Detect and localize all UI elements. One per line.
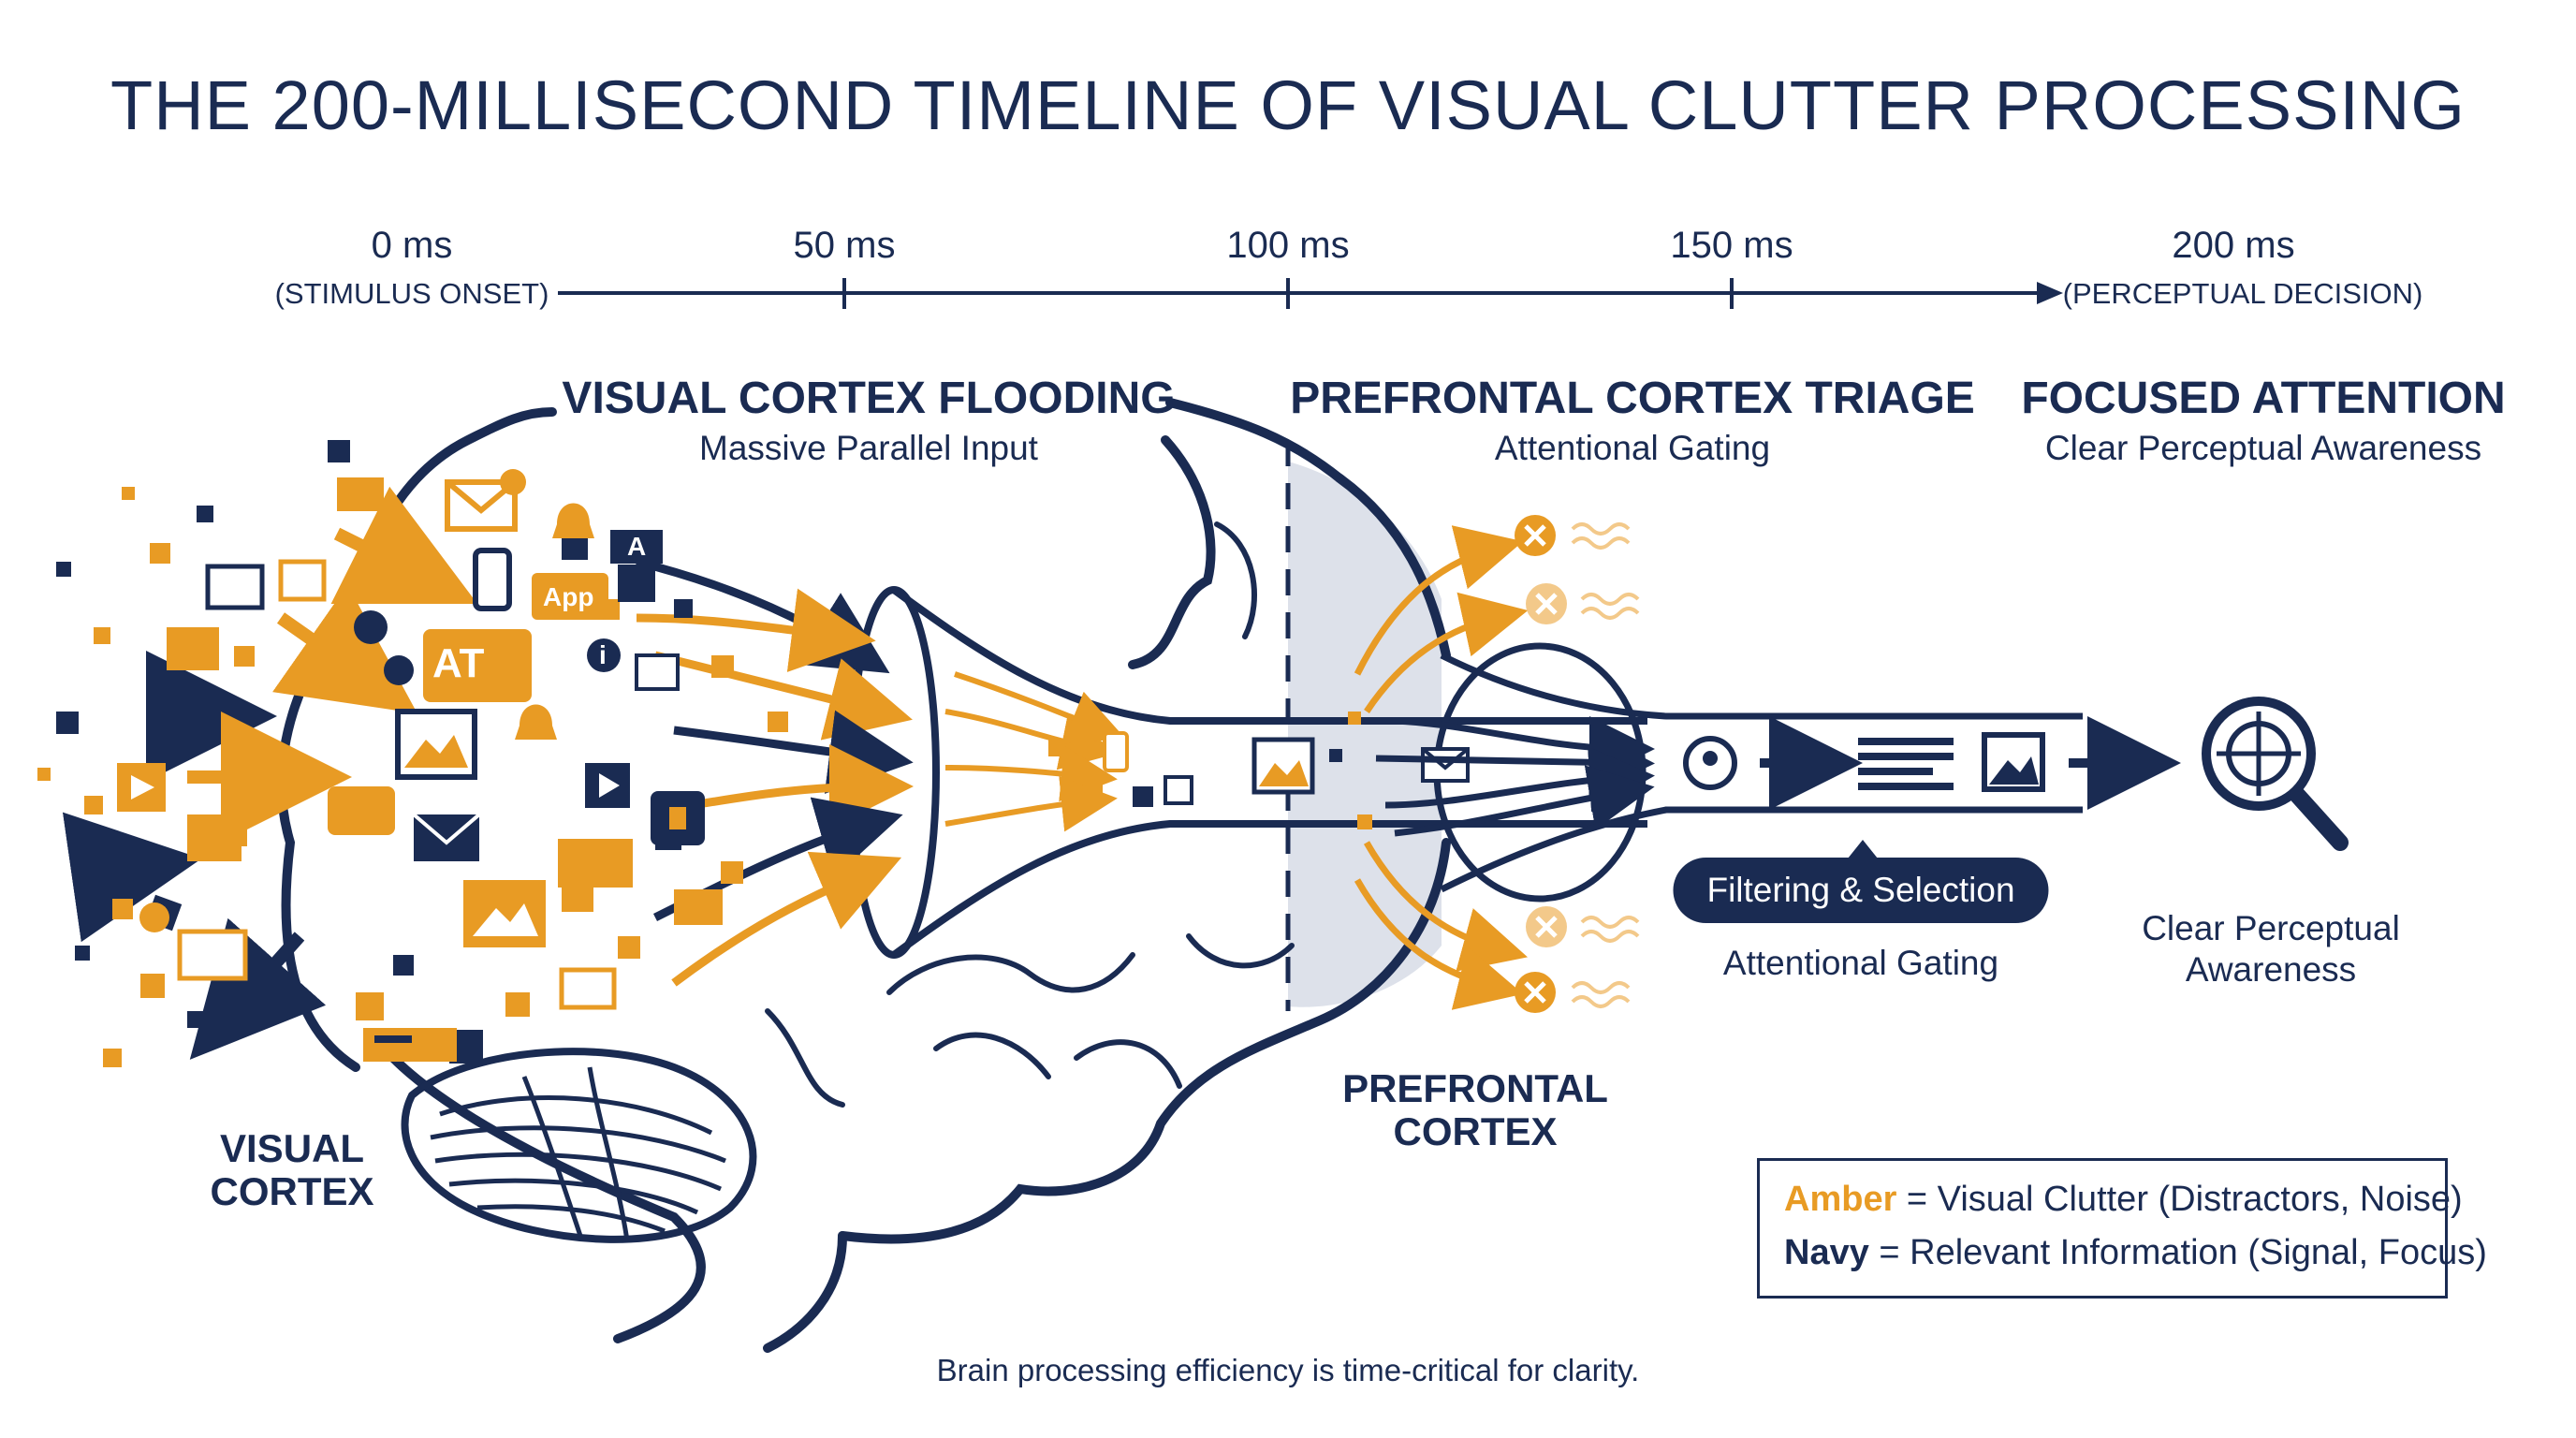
stage-focus-title: FOCUSED ATTENTION [2021, 374, 2506, 423]
tick-100-ms: 100 ms [1226, 225, 1350, 266]
ticket-icon [363, 1028, 457, 1062]
prefrontal-shade [1288, 462, 1442, 1007]
reject-icon [1526, 583, 1567, 624]
reject-icon [1515, 515, 1556, 556]
inflow-arrows [635, 557, 914, 987]
image-icon [395, 709, 477, 780]
tick-50-label: 50 ms [794, 225, 896, 267]
stage-flooding-title: VISUAL CORTEX FLOODING [562, 374, 1176, 423]
envelope-amber-icon-2 [674, 889, 723, 925]
funnel-streams [944, 671, 1126, 832]
note-icon [167, 627, 219, 670]
wave-icon [1571, 522, 1631, 550]
chat-bubble-icon [337, 477, 384, 511]
image-icon-2 [463, 880, 546, 947]
image-icon-3 [635, 653, 680, 691]
triage-streams [1354, 525, 1655, 1010]
footer-caption: Brain processing efficiency is time-crit… [936, 1353, 1640, 1387]
filtering-selection-pill: Filtering & Selection [1673, 858, 2049, 923]
ad-text-box [423, 629, 532, 702]
funnel-x-icon [1164, 775, 1193, 805]
legend-amber-row: Amber = Visual Clutter (Distractors, Noi… [1784, 1180, 2463, 1220]
page-title: THE 200-MILLISECOND TIMELINE OF VISUAL C… [110, 66, 2466, 144]
tick-0-ms: 0 ms [371, 225, 453, 266]
document-icon [278, 559, 327, 602]
magnifier-icon [2202, 697, 2349, 851]
bell-icon [552, 503, 594, 538]
message-bubble-icon [328, 786, 395, 835]
rejected-items [1515, 515, 1640, 1013]
focus-image-icon [1982, 732, 2045, 792]
phone-icon [473, 548, 512, 611]
refresh-icon [354, 610, 388, 644]
tick-0-sub: (STIMULUS ONSET) [274, 277, 549, 310]
pipe-envelope-icon [1421, 747, 1470, 783]
bell-icon-2 [515, 704, 557, 740]
envelope-amber-icon [559, 967, 617, 1010]
reject-icon [1526, 906, 1567, 947]
awareness-label: Clear Perceptual Awareness [2142, 909, 2400, 990]
cursor-window-icon [205, 564, 265, 610]
tick-50-ms: 50 ms [793, 225, 896, 266]
funnel-phone-icon [1103, 731, 1129, 772]
amber-dot-icon [139, 902, 169, 932]
prefrontal-cortex-label: PREFRONTAL CORTEX [1342, 1066, 1608, 1154]
focused-contents [1683, 716, 2181, 810]
video-window-icon [177, 929, 248, 981]
info-icon [587, 638, 621, 672]
legend-navy-key: Navy [1784, 1233, 1869, 1272]
funnel-image-icon [1251, 737, 1315, 795]
dark-square-icon [618, 565, 655, 602]
legend-box: Amber = Visual Clutter (Distractors, Noi… [1757, 1158, 2487, 1299]
wave-icon [1580, 916, 1640, 943]
reject-icon [1515, 972, 1556, 1013]
text-lines-icon [1858, 738, 1954, 790]
stage-triage-title: PREFRONTAL CORTEX TRIAGE [1290, 374, 1975, 423]
legend-amber-text: = Visual Clutter (Distractors, Noise) [1896, 1180, 2463, 1219]
legend-amber-key: Amber [1784, 1180, 1897, 1219]
wave-icon [1580, 593, 1640, 620]
wave-icon [1571, 981, 1631, 1008]
dot-icon [384, 655, 414, 685]
attentional-gating-label: Attentional Gating [1722, 944, 1999, 982]
visual-cortex-label: VISUAL CORTEX [210, 1126, 374, 1214]
clutter-icons [117, 469, 1470, 1062]
envelope-navy-icon [412, 813, 481, 861]
tick-150-label: 150 ms [1670, 225, 1793, 267]
stage-focus-subtitle: Clear Perceptual Awareness [2044, 429, 2482, 467]
i-text-label: i [599, 640, 607, 669]
stage-flooding-subtitle: Massive Parallel Input [699, 429, 1038, 467]
legend-navy-text: = Relevant Information (Signal, Focus) [1868, 1233, 2487, 1272]
a-text-label: A [610, 530, 664, 564]
arrow-tile-icon [187, 814, 242, 861]
tick-200-sub: (PERCEPTUAL DECISION) [2062, 277, 2423, 310]
pill-pointer [1848, 840, 1878, 858]
ad-text-label: AT [432, 640, 485, 686]
legend-navy-row: Navy = Relevant Information (Signal, Foc… [1784, 1233, 2487, 1273]
app-text-label: App [543, 582, 594, 611]
tick-200-label: 200 ms [2172, 225, 2294, 267]
stage-triage-subtitle: Attentional Gating [1494, 429, 1771, 467]
cortex-arrows [62, 486, 478, 1060]
brain-folds [765, 521, 1295, 1108]
timeline-axis [558, 278, 2063, 309]
tick-100-label: 100 ms [1226, 225, 1349, 267]
tick-150-ms: 150 ms [1670, 225, 1793, 266]
tick-200-ms: 200 ms [2172, 225, 2295, 266]
tick-0-label: 0 ms [372, 225, 453, 267]
message-box-icon [558, 839, 633, 888]
alert-badge-icon [500, 469, 526, 495]
timeline-arrowhead [2037, 282, 2063, 304]
app-box [532, 573, 608, 620]
cerebellum [401, 1048, 757, 1243]
